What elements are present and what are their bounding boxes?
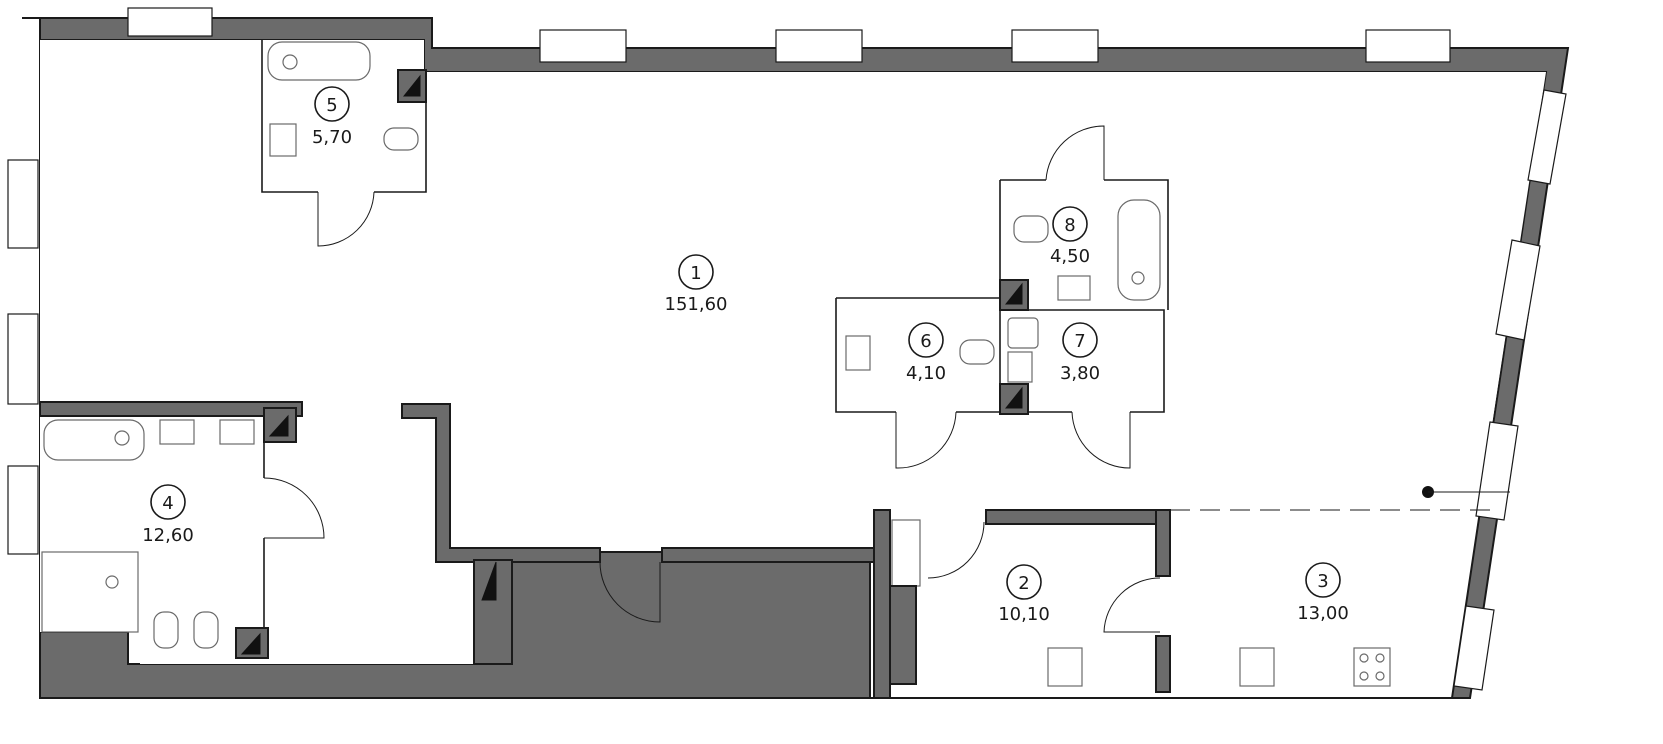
room-number: 5 xyxy=(326,95,337,116)
room-label-6: 6 4,10 xyxy=(906,322,946,384)
rooms-2-3 xyxy=(873,486,1510,699)
room-number: 4 xyxy=(162,493,173,514)
room-label-4: 4 12,60 xyxy=(142,484,194,546)
room-area: 3,80 xyxy=(1060,363,1100,384)
room-area: 10,10 xyxy=(998,604,1050,625)
room-number: 7 xyxy=(1074,331,1085,352)
central-partition xyxy=(401,403,875,665)
bathroom-4 xyxy=(39,401,325,659)
room-area: 5,70 xyxy=(312,127,352,148)
room-area: 4,10 xyxy=(906,363,946,384)
room-label-3: 3 13,00 xyxy=(1297,562,1349,624)
room-label-5: 5 5,70 xyxy=(312,86,352,148)
room-number: 6 xyxy=(920,331,931,352)
bathrooms-6-7 xyxy=(835,297,1165,469)
windows xyxy=(7,7,1567,691)
bathroom-5 xyxy=(261,40,427,247)
room-label-1: 1 151,60 xyxy=(665,254,728,315)
room-area: 12,60 xyxy=(142,525,194,546)
bathroom-8 xyxy=(999,125,1169,311)
room-area: 13,00 xyxy=(1297,603,1349,624)
room-number: 2 xyxy=(1018,573,1029,594)
room-number: 1 xyxy=(690,263,701,284)
room-label-2: 2 10,10 xyxy=(998,564,1050,625)
room-number: 3 xyxy=(1317,571,1328,592)
room-area: 151,60 xyxy=(665,294,728,315)
room-area: 4,50 xyxy=(1050,246,1090,267)
room-label-7: 7 3,80 xyxy=(1060,322,1100,384)
room-label-8: 8 4,50 xyxy=(1050,206,1090,267)
room-number: 8 xyxy=(1064,215,1075,236)
